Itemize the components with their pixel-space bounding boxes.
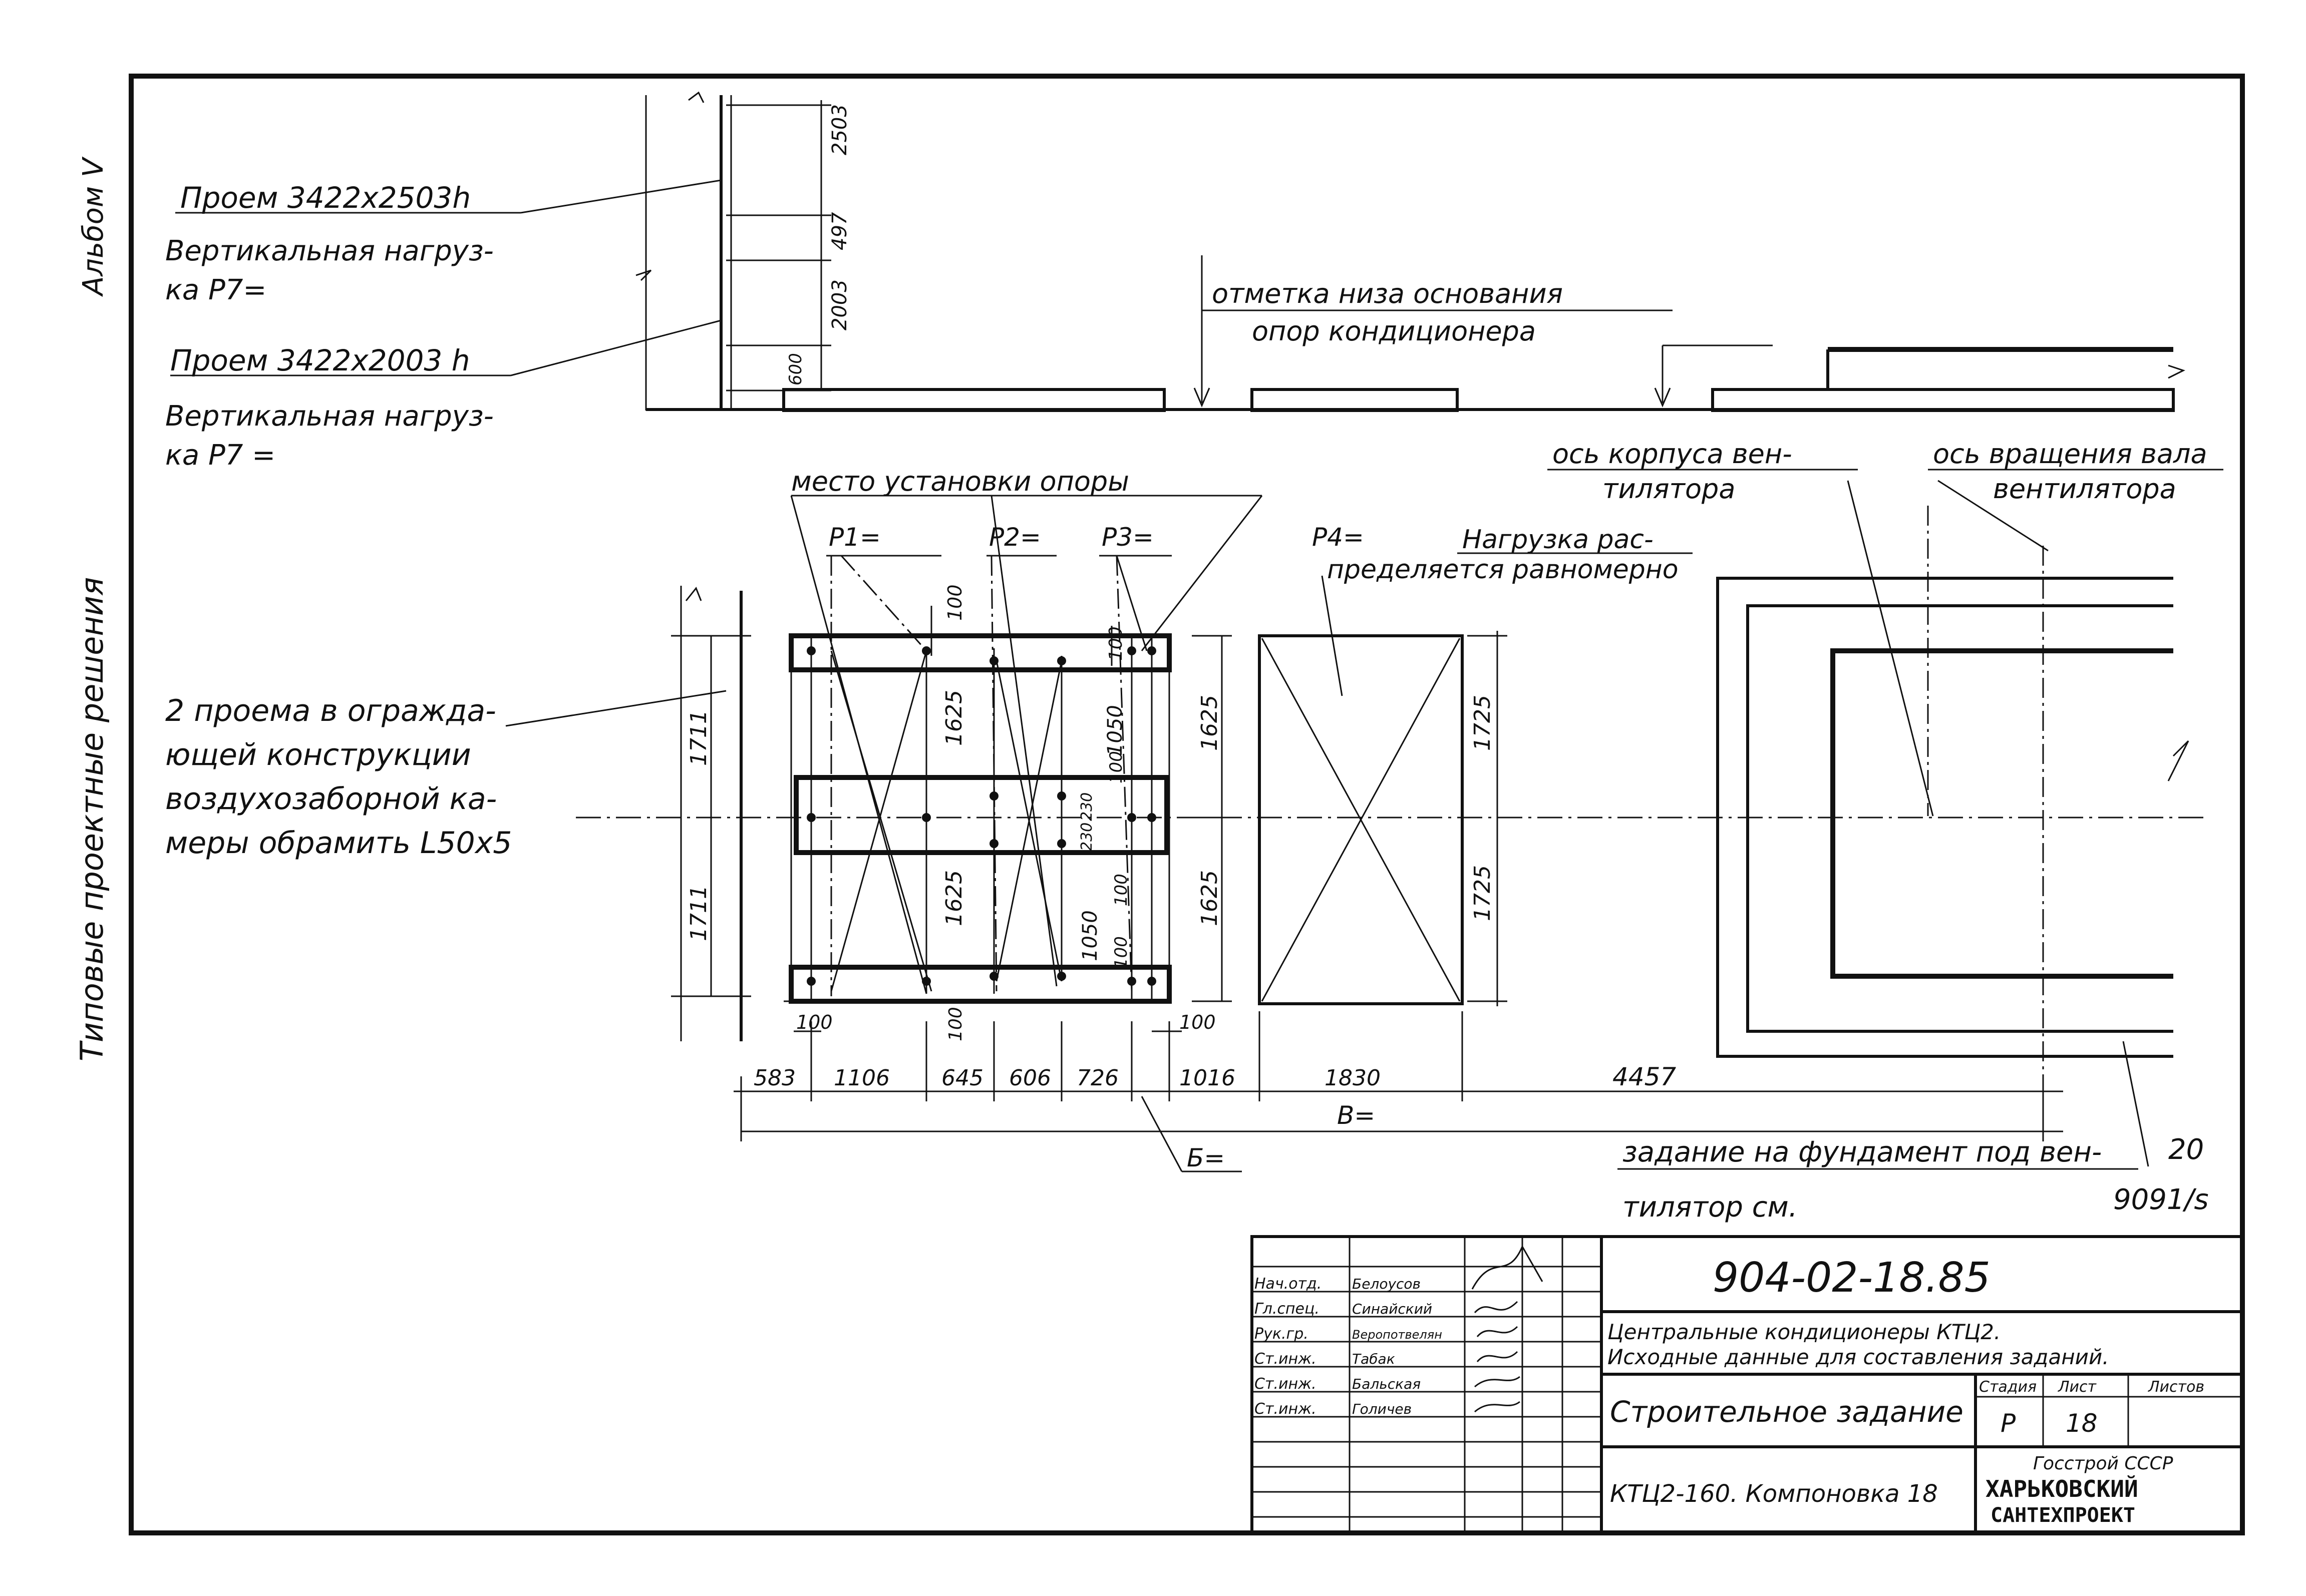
- org-line-b: ХАРЬКОВСКИЙ: [1986, 1475, 2138, 1502]
- dim-1625-d: 1625: [1197, 870, 1222, 926]
- frame-note-leader: [505, 690, 727, 727]
- dim-230-a: 230: [1078, 792, 1096, 821]
- role-1: Нач.отд.: [1254, 1275, 1322, 1293]
- plan-view: [576, 480, 2203, 1172]
- load2-line-a: Вертикальная нагруз-: [165, 400, 494, 433]
- b-label: Б=: [1187, 1143, 1225, 1172]
- p4-note-a: Нагрузка рас-: [1462, 525, 1654, 555]
- load2-line-b: ка P7 =: [165, 439, 275, 472]
- dim-100-f: 100: [796, 1011, 833, 1033]
- name-1: Белоусов: [1352, 1276, 1421, 1292]
- description-a: Центральные кондиционеры КТЦ2.: [1607, 1320, 2001, 1344]
- name-4: Табак: [1352, 1351, 1395, 1367]
- description-b: Исходные данные для составления заданий.: [1607, 1345, 2109, 1369]
- p4-note-b: пределяется равномерно: [1327, 555, 1679, 585]
- dim-1725-a: 1725: [1470, 695, 1495, 751]
- org-line-a: Госстрой СССР: [2033, 1453, 2173, 1474]
- dim-1625-a: 1625: [941, 690, 967, 746]
- foundation-ref-b: 9091/s: [2113, 1183, 2209, 1216]
- p1-label: P1=: [829, 523, 881, 552]
- dim-1050-a: 1050: [1104, 705, 1127, 756]
- dim-2003: 2003: [828, 279, 851, 330]
- elevation-view: [635, 91, 2185, 412]
- sheet-header: Лист: [2058, 1378, 2097, 1396]
- dim-1050-b: 1050: [1079, 910, 1102, 961]
- sheet-value: 18: [2066, 1409, 2098, 1438]
- frame-note-b: ющей конструкции: [165, 737, 471, 772]
- role-2: Гл.спец.: [1254, 1300, 1320, 1318]
- dim-606: 606: [1009, 1065, 1051, 1091]
- album-label: Альбом Ⅴ: [77, 156, 110, 297]
- load1-line-b: ка P7=: [165, 274, 266, 306]
- p2-label: P2=: [989, 523, 1041, 552]
- sheets-header: Листов: [2148, 1378, 2204, 1396]
- dim-1106: 1106: [834, 1065, 890, 1091]
- stage-header: Стадия: [1979, 1378, 2037, 1396]
- dim-1625-b: 1625: [941, 870, 967, 926]
- dim-100-g: 100: [945, 1007, 966, 1041]
- name-5: Бальская: [1352, 1376, 1421, 1392]
- task-title: Строительное задание: [1610, 1395, 1963, 1429]
- p3-label: P3=: [1102, 523, 1154, 552]
- dim-100-e: 100: [1111, 936, 1131, 969]
- v-label: В=: [1337, 1101, 1375, 1130]
- dim-100-h: 100: [1179, 1011, 1216, 1033]
- series-label: Типовые проектные решения: [74, 577, 110, 1061]
- shaft-axis-note-b: вентилятора: [1993, 473, 2176, 505]
- dim-100-a: 100: [944, 584, 966, 621]
- dim-1711-bottom: 1711: [686, 885, 712, 941]
- dim-1725-b: 1725: [1470, 865, 1495, 921]
- dim-726: 726: [1077, 1065, 1119, 1091]
- foundation-note-b: тилятор см.: [1622, 1191, 1798, 1224]
- role-3: Рук.гр.: [1254, 1325, 1308, 1343]
- org-line-c: САНТЕХПРОЕКТ: [1991, 1504, 2135, 1527]
- dim-600: 600: [786, 353, 806, 385]
- drawing-code: 904-02-18.85: [1713, 1254, 1991, 1302]
- dim-1625-c: 1625: [1197, 695, 1222, 751]
- frame-note-c: воздухозаборной ка-: [165, 781, 497, 817]
- dim-1830: 1830: [1325, 1065, 1381, 1091]
- dim-1016: 1016: [1179, 1065, 1235, 1091]
- dim-230-b: 230: [1078, 823, 1096, 851]
- dim-100-c: 100: [1106, 751, 1126, 783]
- sheet-frame: [129, 74, 2245, 1535]
- role-6: Ст.инж.: [1254, 1400, 1316, 1418]
- role-4: Ст.инж.: [1254, 1350, 1316, 1368]
- opening2-note: Проем 3422х2003 h: [170, 343, 470, 377]
- opening1-note: Проем 3422х2503h: [180, 181, 471, 215]
- frame-note-a: 2 проема в огражда-: [165, 693, 496, 728]
- base-note-b: опор кондиционера: [1252, 315, 1536, 347]
- dim-100-b: 100: [1106, 626, 1126, 661]
- title-block: [1250, 1235, 2244, 1534]
- layout-title: КТЦ2-160. Компоновка 18: [1610, 1480, 1938, 1508]
- name-6: Голичев: [1352, 1401, 1412, 1417]
- role-5: Ст.инж.: [1254, 1375, 1316, 1393]
- p4-label: P4=: [1312, 523, 1364, 552]
- support-note: место установки опоры: [791, 466, 1129, 497]
- signatures: [1471, 1245, 1543, 1413]
- dim-645: 645: [941, 1065, 983, 1091]
- opening1-leader: [520, 179, 722, 214]
- foundation-ref-a: 20: [2168, 1133, 2204, 1166]
- stage-value: Р: [2001, 1409, 2016, 1438]
- fan-axis-note-a: ось корпуса вен-: [1552, 438, 1792, 470]
- dim-100-d: 100: [1111, 874, 1131, 906]
- dim-497: 497: [828, 212, 851, 250]
- dim-1711-top: 1711: [686, 710, 712, 766]
- dim-583: 583: [754, 1065, 796, 1091]
- dim-2503: 2503: [828, 104, 851, 155]
- shaft-axis-note-a: ось вращения вала: [1933, 438, 2207, 470]
- fan-axis-note-b: тилятора: [1602, 473, 1735, 505]
- dim-4457: 4457: [1612, 1062, 1676, 1091]
- load1-line-a: Вертикальная нагруз-: [165, 235, 494, 267]
- foundation-note-a: задание на фундамент под вен-: [1622, 1136, 2102, 1168]
- opening2-leader: [510, 319, 722, 376]
- base-note-a: отметка низа основания: [1212, 278, 1563, 309]
- name-3: Веропотвелян: [1352, 1328, 1442, 1342]
- frame-note-d: меры обрамить L50х5: [165, 826, 512, 861]
- name-2: Синайский: [1352, 1301, 1432, 1317]
